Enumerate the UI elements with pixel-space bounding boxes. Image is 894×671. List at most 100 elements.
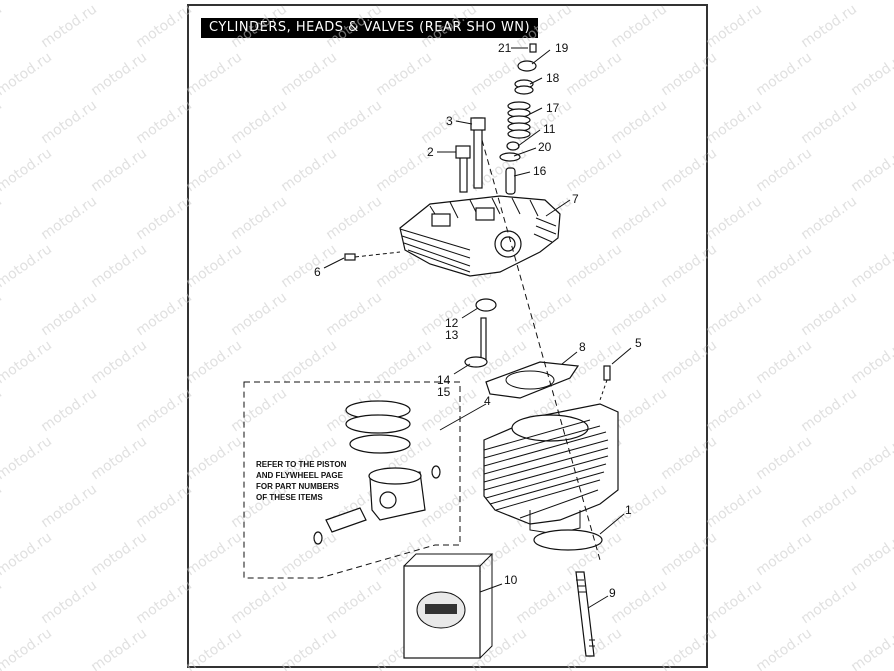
watermark-text: motod.ru (703, 577, 765, 627)
valve-seal-part (506, 141, 520, 151)
watermark-text: motod.ru (753, 625, 815, 671)
head-gasket-part (485, 361, 580, 399)
watermark-text: motod.ru (798, 1, 860, 51)
watermark-text: motod.ru (753, 529, 815, 579)
watermark-text: motod.ru (133, 481, 195, 531)
callout-13: 13 (445, 328, 459, 342)
genuine-logo-bar (425, 604, 457, 614)
watermark-text: motod.ru (563, 337, 625, 387)
spring-washer-part (499, 152, 521, 162)
watermark-text: motod.ru (88, 241, 150, 291)
watermark-text: motod.ru (183, 529, 245, 579)
watermark-text: motod.ru (608, 97, 670, 147)
cylinder-head-part (399, 195, 561, 277)
watermark-text: motod.ru (0, 193, 5, 243)
valve-part (464, 317, 488, 368)
watermark-text: motod.ru (323, 193, 385, 243)
watermark-text: motod.ru (608, 1, 670, 51)
diagram-title: CYLINDERS, HEADS & VALVES (REAR SHO WN) (201, 18, 539, 38)
watermark-text: motod.ru (228, 193, 290, 243)
watermark-text: motod.ru (278, 529, 340, 579)
watermark-text: motod.ru (0, 625, 55, 671)
watermark-text: motod.ru (183, 625, 245, 671)
reference-note: REFER TO THE PISTON AND FLYWHEEL PAGE FO… (256, 460, 347, 502)
watermark-text: motod.ru (88, 0, 150, 3)
watermark-text: motod.ru (38, 577, 100, 627)
valve-seat-ring-part (475, 298, 497, 312)
watermark-text: motod.ru (373, 337, 435, 387)
watermark-text: motod.ru (608, 193, 670, 243)
watermark-text: motod.ru (0, 529, 55, 579)
watermark-text: motod.ru (608, 289, 670, 339)
valve-keeper-part (529, 43, 537, 53)
watermark-text: motod.ru (0, 385, 5, 435)
callout-18: 18 (546, 71, 560, 85)
watermark-text: motod.ru (658, 145, 720, 195)
watermark-text: motod.ru (88, 49, 150, 99)
watermark-text: motod.ru (38, 1, 100, 51)
watermark-text: motod.ru (88, 337, 150, 387)
watermark-text: motod.ru (658, 529, 720, 579)
watermark-text: motod.ru (563, 241, 625, 291)
callout-11: 11 (543, 122, 556, 136)
watermark-text: motod.ru (323, 1, 385, 51)
callout-labels: 21 19 18 17 11 3 2 20 16 7 6 12 13 8 5 1… (314, 41, 642, 600)
watermark-text: motod.ru (323, 289, 385, 339)
watermark-text: motod.ru (798, 385, 860, 435)
watermark-text: motod.ru (608, 577, 670, 627)
callout-19: 19 (555, 41, 569, 55)
watermark-text: motod.ru (563, 625, 625, 671)
cylinder-dowel-part (599, 365, 611, 401)
watermark-text: motod.ru (278, 625, 340, 671)
callout-15: 15 (437, 385, 451, 399)
note-line-2: AND FLYWHEEL PAGE (256, 471, 344, 480)
watermark-text: motod.ru (753, 241, 815, 291)
watermark-text: motod.ru (848, 241, 894, 291)
head-bolt-long-head (470, 117, 486, 131)
callout-12: 12 (445, 316, 459, 330)
watermark-text: motod.ru (278, 337, 340, 387)
watermark-text: motod.ru (133, 1, 195, 51)
watermark-text: motod.ru (38, 481, 100, 531)
callout-16: 16 (533, 164, 547, 178)
callout-1: 1 (625, 503, 632, 517)
watermark-text: motod.ru (38, 97, 100, 147)
watermark-text: motod.ru (0, 145, 55, 195)
watermark-text: motod.ru (753, 145, 815, 195)
watermark-text: motod.ru (88, 145, 150, 195)
watermark-text: motod.ru (278, 0, 340, 3)
watermark-text: motod.ru (798, 481, 860, 531)
valve-spring-part (507, 101, 531, 139)
watermark-text: motod.ru (703, 97, 765, 147)
watermark-text: motod.ru (848, 433, 894, 483)
watermark-text: motod.ru (183, 0, 245, 3)
note-line-1: REFER TO THE PISTON (256, 460, 347, 469)
watermark-text: motod.ru (228, 289, 290, 339)
watermark-text: motod.ru (848, 145, 894, 195)
watermark-text: motod.ru (0, 433, 55, 483)
watermark-text: motod.ru (418, 1, 480, 51)
callout-21: 21 (498, 41, 512, 55)
watermark-text: motod.ru (798, 193, 860, 243)
watermark-text: motod.ru (703, 1, 765, 51)
watermark-text: motod.ru (468, 0, 530, 3)
watermark-text: motod.ru (0, 49, 55, 99)
piston-pin-part (313, 465, 441, 545)
note-line-3: FOR PART NUMBERS (256, 482, 340, 491)
watermark-text: motod.ru (0, 577, 5, 627)
callout-4: 4 (484, 394, 491, 408)
watermark-text: motod.ru (183, 241, 245, 291)
watermark-text: motod.ru (133, 577, 195, 627)
callout-8: 8 (579, 340, 586, 354)
callout-2: 2 (427, 145, 434, 159)
valve-stack-parts (455, 43, 537, 195)
valve-guide-part (505, 167, 516, 195)
watermark-text: motod.ru (228, 1, 290, 51)
callout-17: 17 (546, 101, 560, 115)
callout-3: 3 (446, 114, 453, 128)
watermark-text: motod.ru (183, 49, 245, 99)
watermark-text: motod.ru (703, 193, 765, 243)
watermark-text: motod.ru (373, 145, 435, 195)
watermark-text: motod.ru (658, 0, 720, 3)
watermark-text: motod.ru (323, 97, 385, 147)
